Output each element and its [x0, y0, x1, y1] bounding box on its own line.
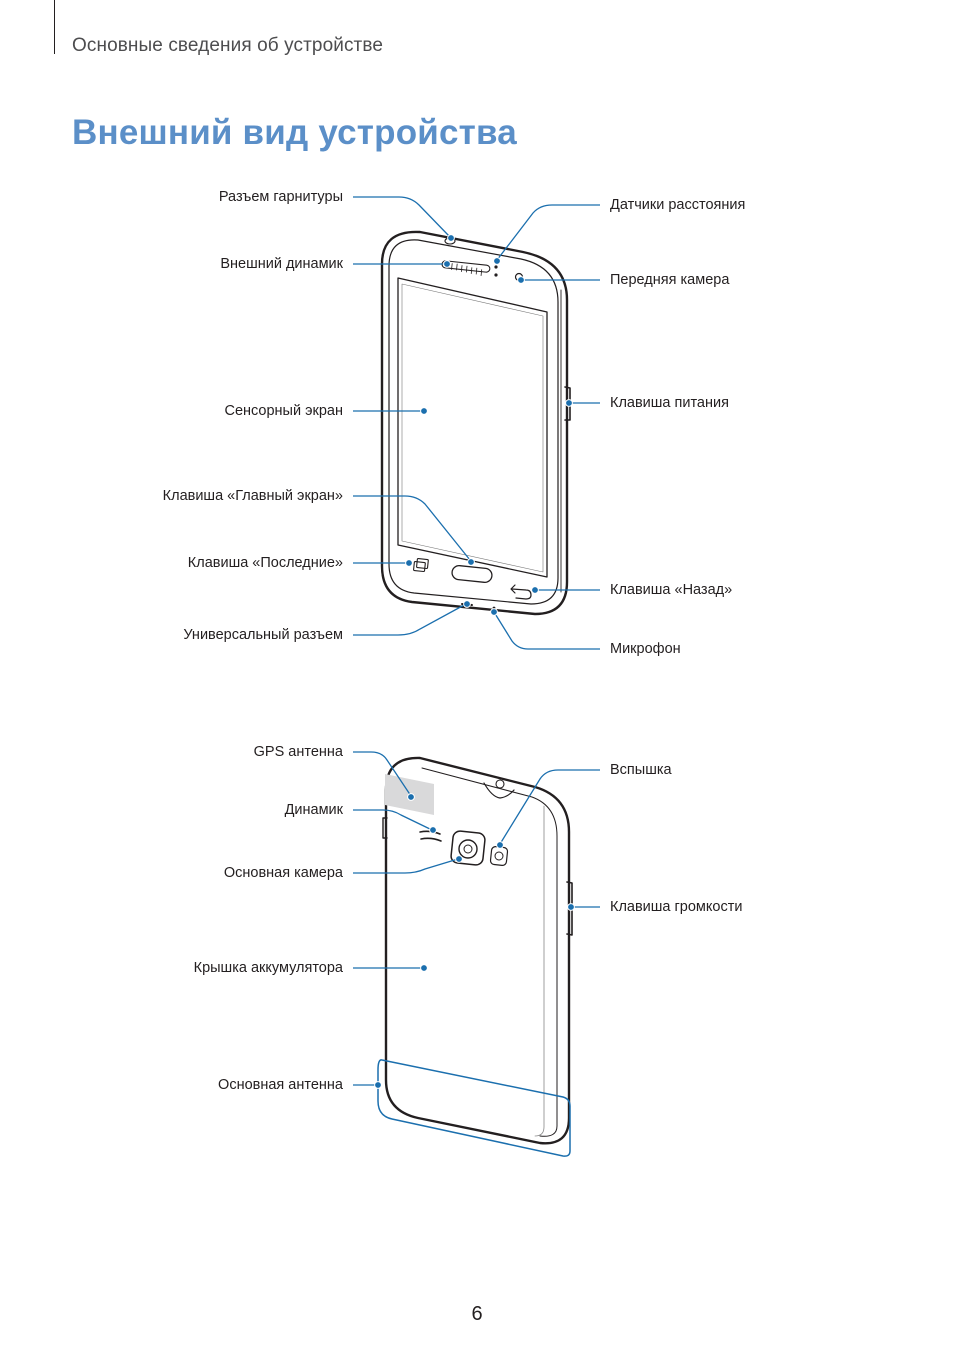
label-speaker: Динамик	[284, 802, 343, 818]
label-power-key: Клавиша питания	[610, 395, 729, 411]
section-header: Основные сведения об устройстве	[72, 35, 383, 56]
front-phone-drawing	[380, 230, 571, 616]
callout-dots	[374, 234, 575, 1089]
page-title: Внешний вид устройства	[72, 113, 517, 152]
label-usb-port: Универсальный разъем	[183, 627, 343, 643]
label-back-key: Клавиша «Назад»	[610, 582, 733, 598]
rear-phone-drawing	[382, 756, 573, 1145]
callout-lines	[353, 196, 600, 1157]
label-earpiece: Внешний динамик	[220, 256, 343, 272]
label-microphone: Микрофон	[610, 641, 681, 657]
label-main-antenna: Основная антенна	[218, 1077, 343, 1093]
label-gps-antenna: GPS антенна	[253, 744, 343, 760]
label-proximity-sensor: Датчики расстояния	[610, 197, 746, 213]
label-battery-cover: Крышка аккумулятора	[193, 960, 343, 976]
label-touchscreen: Сенсорный экран	[224, 403, 343, 419]
page-number: 6	[471, 1303, 483, 1325]
label-home-key: Клавиша «Главный экран»	[162, 488, 343, 504]
margin-rule	[54, 0, 56, 54]
label-flash: Вспышка	[610, 762, 672, 778]
label-recent-key: Клавиша «Последние»	[187, 555, 343, 571]
label-volume-key: Клавиша громкости	[610, 899, 743, 915]
label-headset-jack: Разъем гарнитуры	[218, 189, 343, 205]
label-front-camera: Передняя камера	[610, 272, 730, 288]
label-rear-camera: Основная камера	[223, 865, 343, 881]
